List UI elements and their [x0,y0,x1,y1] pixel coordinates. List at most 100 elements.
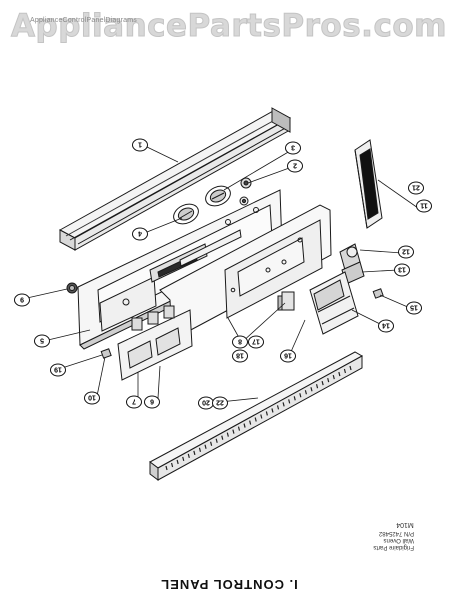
footer-line-2: Wall Ovens [384,537,414,543]
callout-number: 12 [402,248,410,255]
vent-slot [182,456,185,462]
callout-circle [14,293,30,307]
vent-slot [176,459,179,465]
vent-slot [293,396,296,401]
callout-circle [416,199,432,213]
callout-circle [50,363,66,377]
callout-number: 3 [291,144,295,151]
callout-number: 14 [382,322,390,329]
callout-3: 3 [285,141,301,155]
callout-circle [248,335,264,349]
callout-8: 8 [232,335,248,349]
part-back-control-plate [159,204,332,341]
vent-slot [349,365,352,371]
callout-16: 16 [280,349,296,363]
callout-11: 11 [416,199,432,213]
part-bottom-vent-rail [149,351,364,481]
callout-22: 22 [212,396,228,410]
vent-slot [288,399,291,404]
vent-slot [165,465,168,471]
callout-number: 11 [420,202,428,209]
vent-slot [299,393,302,398]
vent-slot [187,453,190,459]
vent-slot [276,405,280,410]
callout-circle [144,395,160,409]
callout-number: 5 [40,337,44,344]
vent-slots [165,365,352,471]
diagram-title: I. CONTROL PANEL [160,577,298,592]
vent-slot [338,371,341,377]
footer-group: Frigidaire Parts Wall Ovens P/N 7425482 [373,530,414,550]
callout-circle [378,319,394,333]
callout-number: 10 [88,394,96,401]
callout-15: 15 [406,301,422,315]
callout-5: 5 [34,334,50,348]
callout-number: 6 [150,398,154,405]
callout-13: 13 [394,263,410,277]
part-top-trim-rail [58,107,292,251]
callout-number: 18 [236,352,244,359]
callout-circle [280,349,296,363]
callout-circle [126,395,142,409]
vent-slot [221,435,224,440]
vent-slot [193,450,196,455]
callout-number: 22 [216,399,224,406]
callout-number: 7 [132,398,136,405]
callout-number: 15 [410,304,418,311]
callout-circle [232,335,248,349]
callout-circle [408,181,424,195]
part-knob [173,203,199,225]
vent-slot [310,387,313,392]
footer-line-3: P/N 7425482 [378,530,414,536]
callout-2: 2 [287,159,303,173]
title-group: I. CONTROL PANEL [160,577,298,592]
callout-21: 21 [408,181,424,195]
part-knob-assembly [205,177,252,207]
callout-circle [212,396,228,410]
callout-6: 6 [144,395,160,409]
vent-slot [237,426,241,431]
vent-slot [282,402,285,407]
part-insulator [372,288,384,299]
callout-17: 17 [248,335,264,349]
vent-slot [198,447,202,452]
vent-slot [254,417,257,422]
vent-slot [232,429,235,434]
vent-slot [327,377,330,383]
vent-slot [226,432,229,437]
callout-10: 10 [84,391,100,405]
callout-number: 4 [138,230,142,237]
callout-1: 1 [132,138,148,152]
callout-circle [285,141,301,155]
callout-number: 13 [398,266,406,273]
part-lower-bracket [117,305,193,381]
vent-slot [260,414,263,419]
callout-number: 19 [54,366,62,373]
callout-9: 9 [14,293,30,307]
callout-18: 18 [232,349,248,363]
callout-circle [34,334,50,348]
vent-slot [204,444,207,449]
part-end-cap [354,139,383,229]
diagram-code: M104 [396,521,414,528]
callout-circle [132,227,148,241]
vent-slot [304,390,307,395]
vent-slot [265,411,268,416]
vent-slot [249,420,252,425]
footer-line-1: Frigidaire Parts [373,544,414,550]
leader-lines [26,146,419,403]
vent-slot [315,384,319,389]
callout-number: 17 [252,338,260,345]
part-relay-block [277,271,359,335]
vent-slot [321,381,324,386]
callout-circle [287,159,303,173]
callout-circle [232,349,248,363]
callout-number: 16 [284,352,292,359]
callout-circle [394,263,410,277]
callout-circle [132,138,148,152]
vent-slot [243,423,246,428]
part-clip [100,348,112,359]
callout-7: 7 [126,395,142,409]
